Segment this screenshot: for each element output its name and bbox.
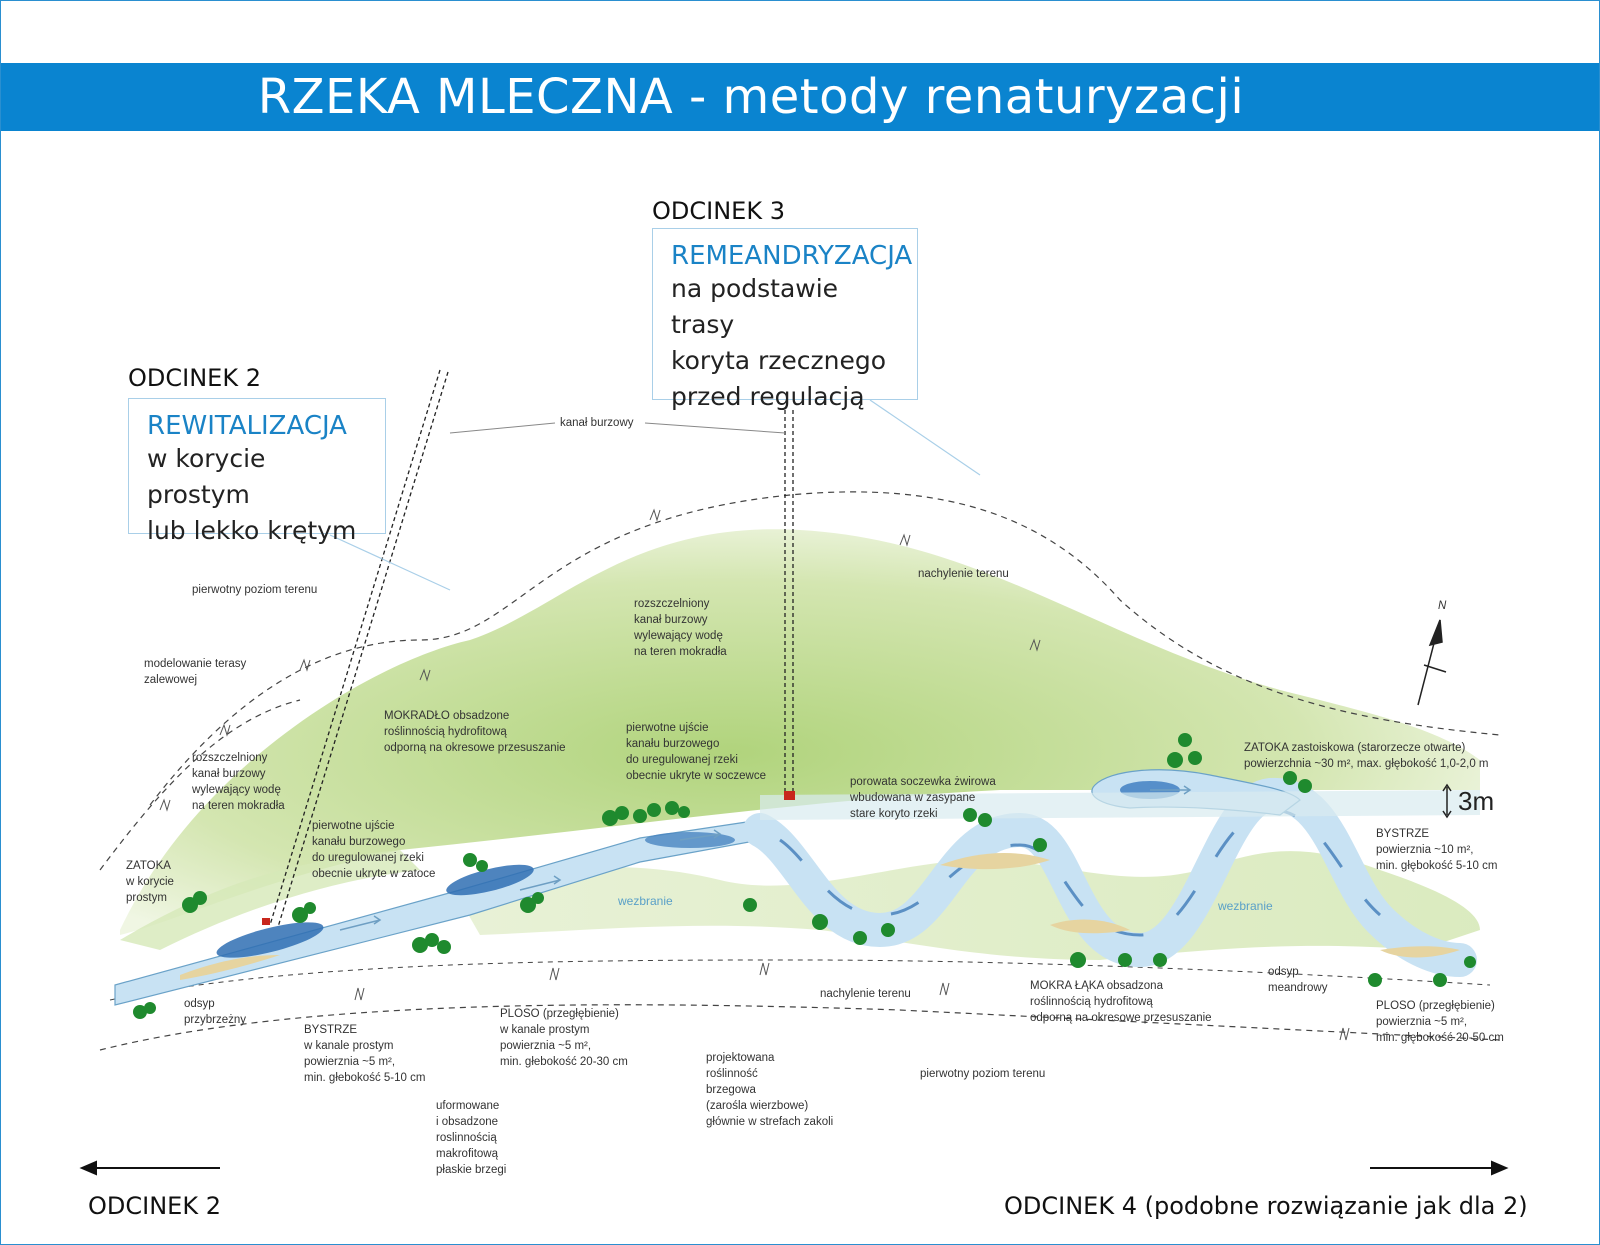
section3-desc-3: przed regulacją (671, 382, 865, 411)
storm-channel-right (784, 410, 794, 795)
title-banner: RZEKA MLECZNA - metody renaturyzacji (1, 63, 1599, 131)
gravel-deposit-2 (940, 853, 1050, 870)
label-pierwotny-poziom-bottom: pierwotny poziom terenu (920, 1068, 1046, 1080)
section3-heading: ODCINEK 3 (652, 197, 785, 225)
section2-heading: ODCINEK 2 (128, 364, 261, 392)
footer-right: ODCINEK 4 (podobne rozwiązanie jak dla 2… (1004, 1192, 1528, 1220)
footer-left: ODCINEK 2 (88, 1192, 221, 1220)
pool-1 (216, 922, 324, 958)
trees (133, 733, 1476, 1019)
compass-arrow (1417, 619, 1447, 706)
left-wetland (120, 850, 420, 950)
label-wezbranie-left: wezbranie (618, 894, 673, 908)
label-zatoka-zastoiskowa: ZATOKA zastoiskowa (starorzecze otwarte)… (1244, 742, 1489, 770)
section2-callout: REWITALIZACJA w korycie prostym lub lekk… (128, 398, 386, 545)
meander-river (743, 777, 1477, 977)
gravel-lens (760, 790, 1480, 820)
flow-arrows (339, 785, 1192, 931)
terrain-line-lower-2 (109, 959, 1491, 1001)
terrain-line-upper-2 (99, 699, 301, 871)
label-pierwotny-poziom-top: pierwotny poziom terenu (192, 584, 318, 596)
section3-desc-2: koryta rzecznego (671, 346, 887, 375)
storm-outlet-right (784, 791, 795, 800)
pool-3 (645, 832, 735, 848)
terrain-line-lower (99, 1004, 1501, 1051)
section2-desc-2: lub lekko krętym (147, 516, 357, 545)
gravel-deposit-1 (180, 955, 280, 980)
label-wezbranie-right: wezbranie (1218, 899, 1273, 913)
gravel-deposit-3 (1050, 919, 1130, 934)
footer-arrow-left (79, 1160, 220, 1176)
section3-method: REMEANDRYZACJA (671, 241, 913, 271)
label-kanal-burzowy: kanał burzowy (560, 417, 634, 429)
storm-outlet-left (262, 918, 270, 925)
wetland-area (120, 529, 1480, 935)
scale-label: 3m (1458, 786, 1495, 816)
pool-2 (446, 864, 534, 896)
storm-channel-left (269, 369, 449, 928)
section3-desc-1: na podstawie trasy (671, 274, 839, 339)
label-nachylenie-bottom: nachylenie terenu (820, 988, 911, 1000)
section2-method: REWITALIZACJA (147, 411, 347, 441)
page-title: RZEKA MLECZNA - metody renaturyzacji (257, 69, 1245, 125)
gravel-deposit-4 (1380, 946, 1460, 958)
footer-arrow-right (1370, 1160, 1509, 1176)
label-nachylenie-top: nachylenie terenu (918, 568, 1009, 580)
compass-label: N (1438, 600, 1447, 612)
slope-marks (159, 508, 1350, 1041)
label-ploso-right: PLOSO (przegłębienie)powierznia ~5 m²,mi… (1376, 1000, 1504, 1044)
section2-desc-1: w korycie prostym (147, 444, 266, 509)
terrain-line-upper (149, 491, 1501, 806)
section3-callout: REMEANDRYZACJA na podstawie trasy koryta… (652, 228, 918, 411)
